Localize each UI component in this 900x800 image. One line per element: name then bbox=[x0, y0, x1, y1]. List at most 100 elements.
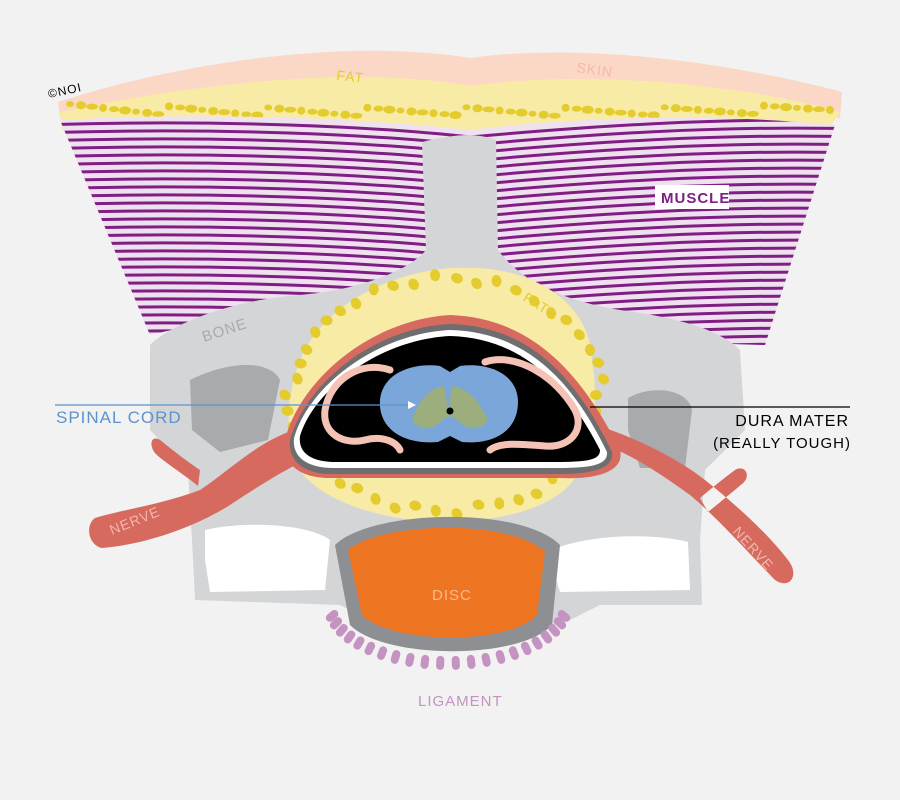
fat-dot bbox=[86, 103, 99, 110]
fat-dot bbox=[294, 358, 307, 369]
fat-dot bbox=[472, 104, 483, 113]
fat-dot bbox=[769, 103, 780, 110]
fat-dot bbox=[279, 389, 291, 401]
nerve-right-shape bbox=[590, 428, 794, 584]
fat-dot bbox=[451, 508, 463, 520]
fat-dot bbox=[680, 106, 693, 113]
fat-dot bbox=[109, 106, 120, 113]
fat-dot bbox=[546, 307, 557, 320]
fat-dot bbox=[802, 104, 813, 113]
skin-label: SKIN bbox=[576, 59, 615, 80]
ligament-bead bbox=[329, 617, 343, 630]
dura-mater-label: DURA MATER bbox=[735, 413, 849, 430]
ligament-bead bbox=[520, 641, 532, 656]
fat-dot bbox=[528, 295, 540, 307]
copyright-text: ©NOI bbox=[47, 80, 83, 101]
fat-dot bbox=[274, 104, 285, 113]
fat-dot bbox=[560, 314, 573, 326]
fat-dot bbox=[759, 101, 768, 110]
fat-dot bbox=[548, 112, 561, 119]
fat-dot bbox=[175, 104, 186, 111]
fat-dot bbox=[637, 111, 648, 118]
fat-dot bbox=[494, 497, 505, 510]
fat-dot bbox=[351, 483, 364, 494]
fat-dot bbox=[142, 108, 153, 117]
fat-dot bbox=[132, 108, 141, 115]
fat-dot bbox=[430, 269, 441, 282]
fat-dot bbox=[736, 109, 747, 118]
fat-dot bbox=[505, 108, 516, 115]
fat-dot bbox=[320, 315, 333, 326]
disc-shape bbox=[348, 527, 545, 638]
fat-dot bbox=[597, 373, 610, 385]
dura-note-label: (REALLY TOUGH) bbox=[713, 435, 851, 452]
fat-dot bbox=[368, 283, 379, 296]
muscle-label-bg bbox=[655, 185, 729, 209]
fat-dot bbox=[185, 104, 198, 113]
fat-dot bbox=[334, 305, 346, 317]
ligament-bead bbox=[548, 624, 561, 637]
nerve-root-left bbox=[321, 363, 404, 454]
muscle-label: MUSCLE bbox=[661, 190, 730, 207]
fat-dot bbox=[594, 107, 603, 114]
fat-dot bbox=[495, 106, 504, 115]
fat-dot bbox=[713, 107, 726, 116]
ligament-bead bbox=[364, 641, 376, 656]
fat-dot bbox=[779, 103, 792, 112]
fat-dot bbox=[430, 504, 441, 517]
fat-dot bbox=[165, 102, 174, 111]
fat-dot bbox=[389, 502, 401, 514]
fat-dot bbox=[292, 372, 303, 385]
ligament-bead bbox=[466, 654, 476, 669]
ligament-bead bbox=[405, 652, 415, 667]
fat-dot bbox=[198, 106, 207, 113]
fat-dot bbox=[581, 105, 594, 114]
fat-dot bbox=[408, 278, 419, 291]
fat-dot bbox=[693, 105, 702, 114]
ligament-bead bbox=[325, 609, 339, 622]
fat-dot bbox=[406, 107, 417, 116]
ligament-bead bbox=[531, 636, 543, 650]
fat-dot bbox=[660, 104, 669, 111]
fat-dot bbox=[383, 105, 396, 114]
fat-dot bbox=[281, 405, 294, 416]
fat-dot bbox=[439, 111, 450, 118]
ligament-bead bbox=[420, 654, 430, 669]
fat-dot bbox=[310, 326, 321, 338]
fat-dot bbox=[451, 273, 463, 284]
fat-dot bbox=[416, 109, 429, 116]
ligament-bead bbox=[335, 624, 348, 637]
ligament-bead bbox=[540, 630, 553, 644]
ligament-bead bbox=[495, 650, 506, 664]
spinal-cord-label: SPINAL CORD bbox=[56, 408, 182, 427]
fat-dot bbox=[614, 109, 627, 116]
ligament-label: LIGAMENT bbox=[418, 693, 503, 710]
fat-dot bbox=[409, 500, 422, 511]
fat-dot bbox=[590, 390, 602, 400]
fat-dot bbox=[472, 499, 485, 510]
ligament-bead bbox=[557, 609, 571, 622]
fat-dot bbox=[76, 101, 87, 110]
fat-dot bbox=[528, 110, 537, 117]
fat-dot bbox=[350, 112, 363, 119]
spinal-cord-shape bbox=[379, 365, 518, 443]
nerve-left-shape bbox=[89, 430, 305, 548]
fat-dots-top bbox=[66, 101, 834, 120]
fat-dot bbox=[627, 109, 636, 118]
ligament-bead bbox=[436, 655, 445, 670]
fat-dot bbox=[152, 111, 165, 118]
fat-dot bbox=[218, 109, 231, 116]
fat-dot bbox=[363, 103, 372, 112]
ligament-bead bbox=[481, 652, 491, 667]
fat-dot bbox=[99, 103, 108, 112]
fat-dot bbox=[471, 277, 482, 290]
fat-dot bbox=[119, 106, 132, 115]
fat-dot bbox=[515, 108, 528, 117]
fat-dot bbox=[340, 110, 351, 119]
fat-dot bbox=[584, 344, 596, 356]
fat-dot bbox=[482, 106, 495, 113]
fat-dot bbox=[571, 105, 582, 112]
fat-dot bbox=[264, 104, 273, 111]
fat-dot bbox=[462, 104, 471, 111]
